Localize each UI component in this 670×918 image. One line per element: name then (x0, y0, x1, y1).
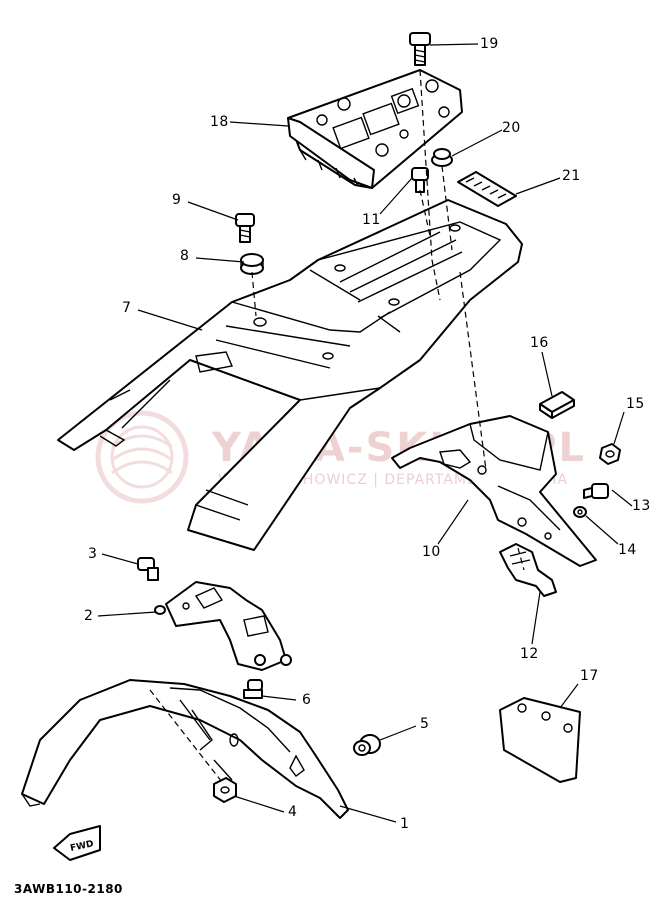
fwd-arrow-icon: FWD (53, 825, 101, 861)
part-5-grommet (353, 734, 381, 756)
callout-12: 12 (520, 646, 539, 662)
callout-14: 14 (618, 542, 637, 558)
callout-19: 19 (480, 36, 499, 52)
part-7-rear-fender (57, 199, 523, 551)
callout-21: 21 (562, 168, 581, 184)
callout-16: 16 (530, 335, 549, 351)
watermark-logo-icon (95, 410, 189, 504)
part-15-nut (599, 443, 621, 465)
assembly-lines (149, 69, 525, 783)
part-21-emblem (457, 171, 517, 207)
part-16-reflector (539, 391, 575, 419)
callout-15: 15 (626, 396, 645, 412)
callout-9: 9 (172, 192, 182, 208)
callout-5: 5 (420, 716, 430, 732)
part-3-bolt (137, 557, 159, 581)
callout-3: 3 (88, 546, 98, 562)
callout-7: 7 (122, 300, 132, 316)
part-12-clamp (499, 543, 557, 597)
callout-6: 6 (302, 692, 312, 708)
part-13-bolt (583, 483, 609, 499)
part-10-rear-bracket (391, 415, 597, 567)
part-4-nut (213, 777, 237, 803)
callout-20: 20 (502, 120, 521, 136)
part-6-bolt (243, 679, 263, 699)
callout-2: 2 (84, 608, 94, 624)
part-20-grommet (431, 148, 453, 167)
callout-18: 18 (210, 114, 229, 130)
part-17-label-plate (499, 697, 581, 783)
callout-17: 17 (580, 668, 599, 684)
callout-8: 8 (180, 248, 190, 264)
part-18-carrier (287, 69, 463, 189)
callout-1: 1 (400, 816, 410, 832)
callout-4: 4 (288, 804, 298, 820)
part-11-bolt (411, 167, 429, 193)
part-2-front-bracket (154, 581, 292, 671)
callout-13: 13 (632, 498, 651, 514)
part-19-bolt (409, 32, 431, 66)
callout-10: 10 (422, 544, 441, 560)
part-8-collar (240, 253, 264, 275)
diagram-code: 3AWB110-2180 (14, 882, 123, 896)
part-9-bolt (235, 213, 255, 243)
callout-11: 11 (362, 212, 381, 228)
part-14-washer (573, 506, 587, 518)
leader-lines (97, 43, 633, 823)
fwd-label: FWD (69, 839, 94, 854)
part-1-front-fender (21, 679, 349, 819)
